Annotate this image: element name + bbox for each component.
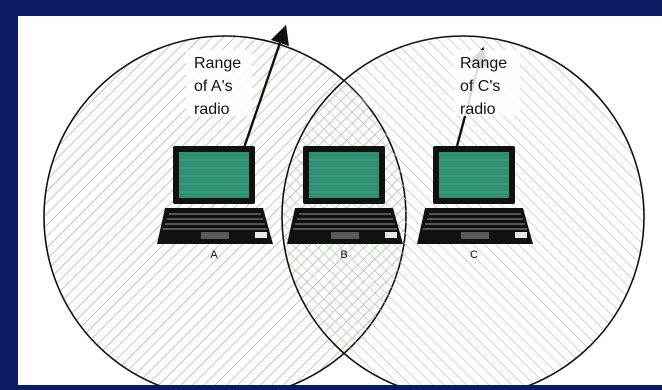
diagram-panel: Range of A's radio Range of C's radio A … [18,16,662,390]
laptop-a-label: A [210,249,218,261]
c-range-label: Range of C's radio [454,50,520,118]
a-range-label-line-1: Range [194,55,241,72]
a-range-label-line-3: radio [194,101,230,118]
c-range-label-line-1: Range [460,55,507,72]
laptop-c-label: C [470,249,478,261]
a-range-label: Range of A's radio [186,50,252,118]
c-range-label-line-3: radio [460,101,496,118]
laptop-b-label: B [340,249,347,261]
hidden-terminal-diagram: Range of A's radio Range of C's radio A … [43,24,645,390]
c-range-label-line-2: of C's [460,78,500,95]
a-range-label-line-2: of A's [194,78,233,95]
